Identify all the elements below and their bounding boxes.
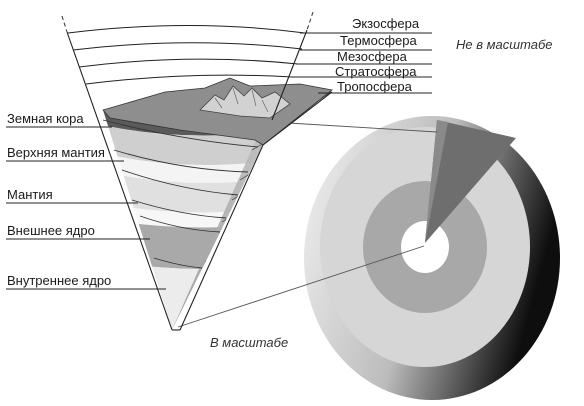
wedge-outline <box>66 29 333 331</box>
left-dashed-guide <box>61 15 68 33</box>
arc-mesosphere <box>78 58 299 68</box>
arc-thermosphere <box>72 42 303 51</box>
label-mesosphere: Мезосфера <box>337 49 408 64</box>
label-troposphere: Тропосфера <box>337 79 413 94</box>
label-mantle: Мантия <box>7 187 53 202</box>
note-not-to-scale: Не в масштабе <box>456 37 553 52</box>
note-to-scale: В масштабе <box>210 335 288 350</box>
arc-exosphere <box>67 25 306 34</box>
right-dashed-guide <box>306 11 314 31</box>
mountain-relief <box>199 85 291 119</box>
earth-cross-section-sphere <box>304 116 560 400</box>
label-thermosphere: Термосфера <box>340 33 417 48</box>
sphere-inner-core <box>401 221 449 273</box>
label-crust: Земная кора <box>7 111 84 126</box>
interior-labels: Земная кора Верхняя мантия Мантия Внешне… <box>6 111 166 290</box>
atmosphere-labels: Экзосфера Термосфера Мезосфера Стратосфе… <box>292 16 432 94</box>
sphere-wedge-cut <box>425 120 516 243</box>
label-stratosphere: Стратосфера <box>335 64 417 79</box>
label-inner-core: Внутреннее ядро <box>7 273 111 288</box>
label-outer-core: Внешнее ядро <box>7 223 95 238</box>
label-exosphere: Экзосфера <box>352 16 420 31</box>
arc-stratosphere <box>85 74 293 85</box>
label-upper-mantle: Верхняя мантия <box>7 145 105 160</box>
interior-boundaries <box>102 119 259 269</box>
atmosphere-arcs <box>67 25 306 85</box>
connector-lines <box>177 121 438 328</box>
